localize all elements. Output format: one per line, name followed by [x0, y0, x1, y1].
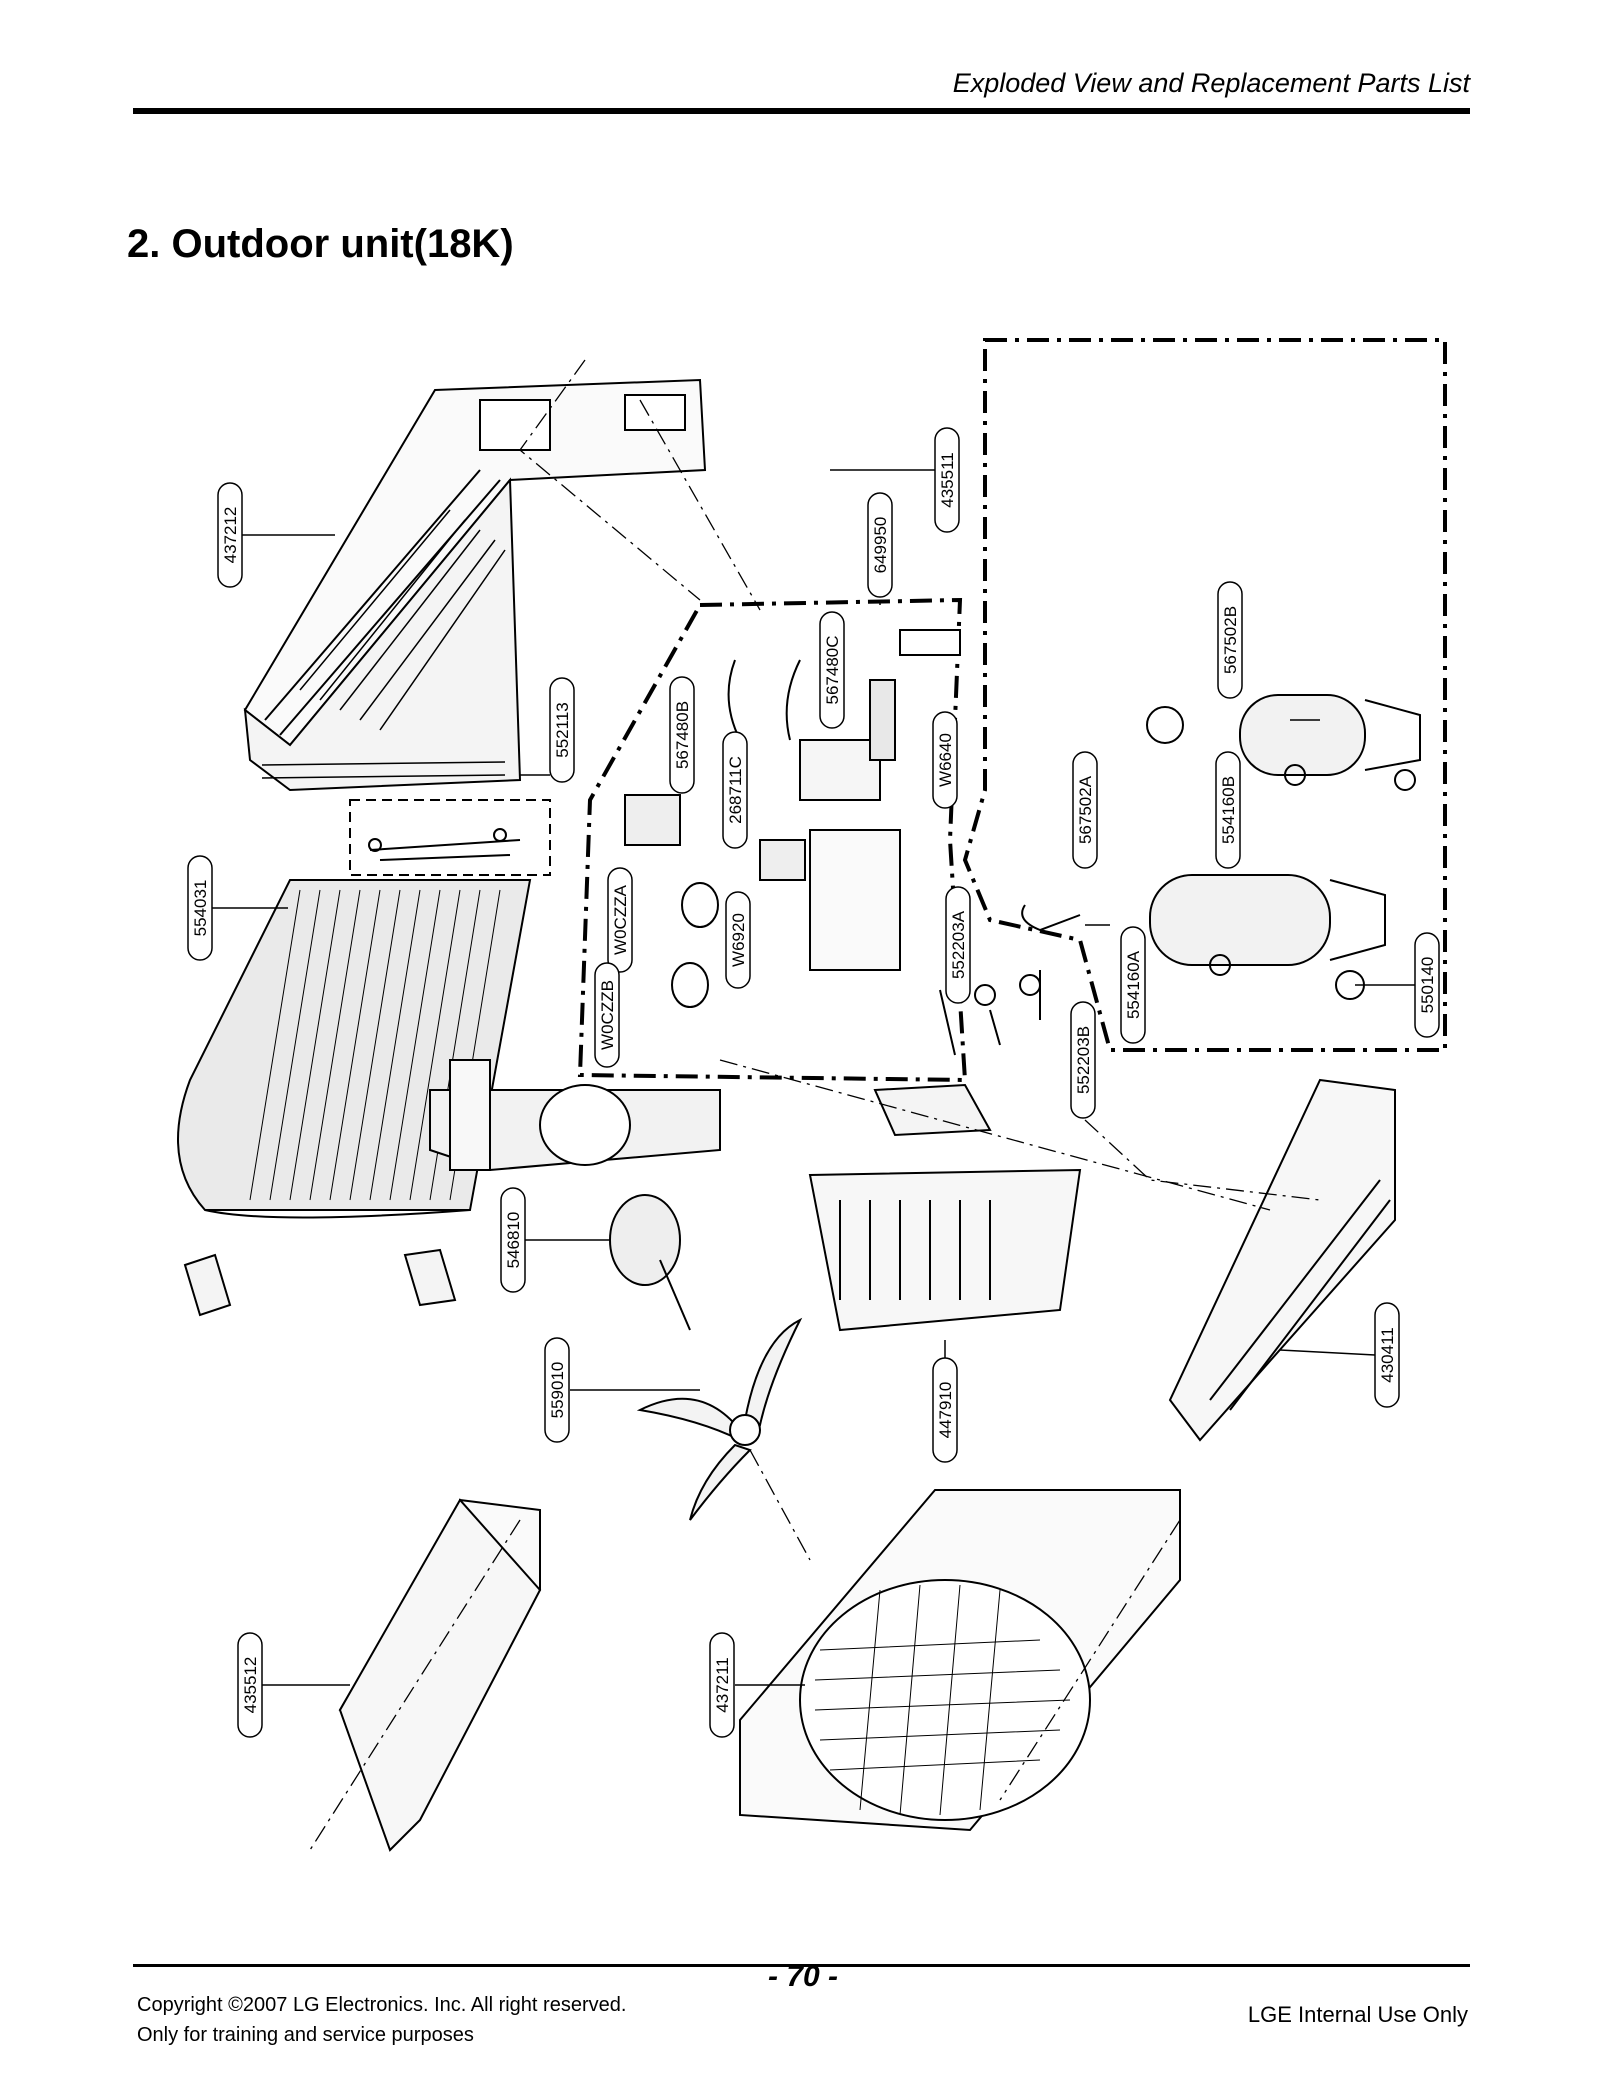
- label-435511: 435511: [934, 427, 960, 533]
- label-559010-text: 559010: [548, 1362, 567, 1419]
- label-552203B: 552203B: [1070, 1001, 1096, 1119]
- label-546810-text: 546810: [504, 1212, 523, 1269]
- label-559010: 559010: [544, 1337, 570, 1443]
- label-554160A-text: 554160A: [1124, 950, 1143, 1019]
- label-567502A-text: 567502A: [1076, 775, 1095, 844]
- label-W6640: W6640: [932, 711, 958, 809]
- part-labels: 437212 552113 554031 649950 435511 56748…: [187, 427, 1440, 1738]
- label-437211: 437211: [709, 1632, 735, 1738]
- label-268711C-text: 268711C: [726, 756, 745, 824]
- label-546810: 546810: [500, 1187, 526, 1293]
- base-pan-430411: [1168, 1078, 1396, 1442]
- label-430411-text: 430411: [1378, 1327, 1397, 1382]
- small-brackets: [183, 1248, 457, 1317]
- footer-rule: [133, 1964, 1470, 1967]
- label-567502A: 567502A: [1072, 751, 1098, 869]
- label-649950-text: 649950: [871, 517, 890, 574]
- label-554031-text: 554031: [191, 880, 210, 937]
- label-554160B: 554160B: [1215, 751, 1241, 869]
- front-panel-437211: [739, 1489, 1181, 1832]
- label-552203B-text: 552203B: [1074, 1026, 1093, 1094]
- label-554031: 554031: [187, 855, 213, 961]
- label-567480C-text: 567480C: [823, 635, 842, 704]
- footer-notice: LGE Internal Use Only: [1247, 2002, 1468, 2027]
- label-W0CZZA-text: W0CZZA: [611, 884, 630, 955]
- footer-purpose: Only for training and service purposes: [137, 2024, 474, 2046]
- compressor-section-boundary: [962, 338, 1447, 1052]
- label-554160A: 554160A: [1120, 926, 1146, 1044]
- label-437212: 437212: [217, 482, 243, 588]
- label-W6640-text: W6640: [936, 733, 955, 787]
- label-552113: 552113: [549, 677, 575, 783]
- label-447910: 447910: [932, 1357, 958, 1463]
- label-649950: 649950: [867, 492, 893, 598]
- wire-assembly-552113: [349, 799, 551, 876]
- label-430411: 430411: [1374, 1302, 1400, 1408]
- assembly-guides: [309, 359, 1321, 1851]
- label-552203A-text: 552203A: [949, 910, 968, 979]
- footer-left: Copyright ©2007 LG Electronics. Inc. All…: [137, 1990, 626, 2050]
- label-268711C: 268711C: [722, 731, 748, 849]
- label-567480C: 567480C: [819, 611, 845, 729]
- label-567480B: 567480B: [669, 676, 695, 794]
- side-panel-447910: [808, 1168, 1082, 1332]
- footer-copyright: Copyright ©2007 LG Electronics. Inc. All…: [137, 1994, 627, 2016]
- label-W0CZZB: W0CZZB: [594, 962, 620, 1068]
- label-550140: 550140: [1414, 932, 1440, 1038]
- compressor-554160A: [1021, 874, 1386, 1000]
- compressor-554160B: [1146, 694, 1421, 791]
- label-W0CZZB-text: W0CZZB: [598, 980, 617, 1050]
- top-cover-437212: [243, 378, 707, 792]
- label-W0CZZA: W0CZZA: [607, 867, 633, 973]
- label-435512: 435512: [237, 1632, 263, 1738]
- label-W6920-text: W6920: [729, 913, 748, 967]
- page-number: - 70 -: [768, 1960, 839, 1993]
- header-title: Exploded View and Replacement Parts List: [952, 68, 1470, 98]
- label-435511-text: 435511: [938, 452, 957, 507]
- label-554160B-text: 554160B: [1219, 776, 1238, 844]
- control-components: [624, 629, 961, 1008]
- label-W6920: W6920: [725, 891, 751, 989]
- label-552203A: 552203A: [945, 886, 971, 1004]
- label-567502B-text: 567502B: [1221, 606, 1240, 674]
- section-title: 2. Outdoor unit(18K): [127, 222, 514, 266]
- side-panel-435512: [338, 1498, 542, 1852]
- barrier-panel: [429, 1059, 721, 1172]
- fan-motor-546810: [609, 1194, 691, 1331]
- label-447910-text: 447910: [936, 1382, 955, 1439]
- label-435512-text: 435512: [241, 1657, 260, 1714]
- label-552113-text: 552113: [553, 702, 572, 757]
- header-rule: [133, 108, 1470, 114]
- label-437212-text: 437212: [221, 507, 240, 564]
- label-567502B: 567502B: [1217, 581, 1243, 699]
- label-550140-text: 550140: [1418, 957, 1437, 1014]
- service-valves: [873, 970, 1041, 1137]
- control-box-boundary-649950: [577, 597, 968, 1083]
- propeller-fan-559010: [636, 1317, 803, 1521]
- label-567480B-text: 567480B: [673, 701, 692, 769]
- label-437211-text: 437211: [713, 1657, 732, 1712]
